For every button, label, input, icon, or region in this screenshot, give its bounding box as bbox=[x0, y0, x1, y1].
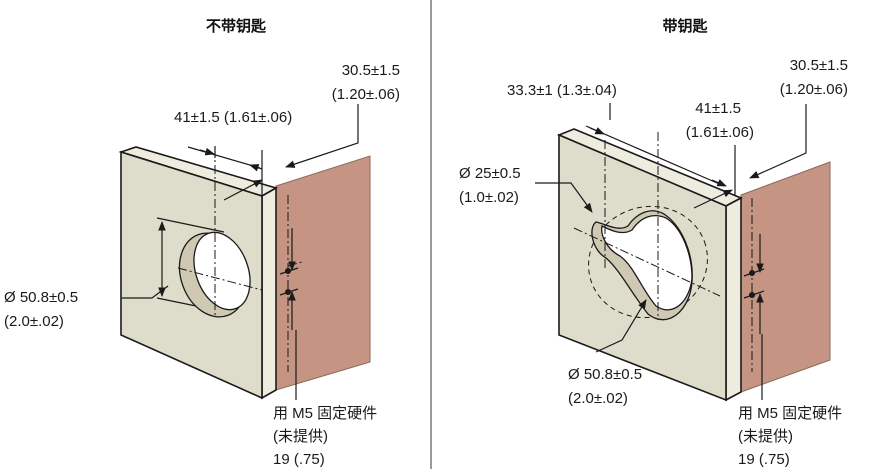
left-hole-value: Ø 50.8±0.5 bbox=[4, 289, 78, 306]
right-key-offset-arrow-1 bbox=[589, 127, 605, 135]
right-hardware-line3: 19 (.75) bbox=[738, 451, 790, 468]
left-plate-side bbox=[261, 186, 277, 400]
right-plate-side bbox=[725, 196, 742, 402]
left-hardware-line2: (未提供) bbox=[273, 428, 328, 445]
right-horizontal-axis bbox=[573, 227, 721, 297]
right-offset-value: 41±1.5 bbox=[695, 100, 741, 117]
left-offset-arrow-1 bbox=[199, 147, 215, 156]
left-hw-hole-1 bbox=[285, 268, 291, 274]
left-hole-dim-ext-bottom bbox=[156, 297, 197, 307]
right-panel: 带钥匙 bbox=[459, 17, 848, 468]
right-wall bbox=[740, 161, 831, 393]
right-key-hole-value: Ø 25±0.5 bbox=[459, 165, 521, 182]
left-hardware-line1: 用 M5 固定硬件 bbox=[273, 405, 377, 422]
left-title: 不带钥匙 bbox=[206, 17, 267, 35]
left-panel: 不带钥匙 bbox=[4, 17, 400, 468]
right-offset-arrow bbox=[693, 189, 733, 209]
left-hw-hole-2 bbox=[285, 289, 291, 295]
left-thickness-value: 30.5±1.5 bbox=[342, 62, 400, 79]
right-keyhole-opening bbox=[601, 215, 693, 311]
right-hole-leader bbox=[595, 299, 647, 353]
left-hole-dim-ext-top bbox=[156, 217, 225, 233]
right-hole-value: Ø 50.8±0.5 bbox=[568, 366, 642, 383]
left-offset-label: 41±1.5 (1.61±.06) bbox=[174, 109, 292, 126]
left-thickness-inch: (1.20±.06) bbox=[332, 86, 400, 103]
right-thickness-inch: (1.20±.06) bbox=[780, 81, 848, 98]
right-hw-hole-1 bbox=[749, 270, 755, 276]
left-horizontal-axis bbox=[177, 267, 263, 291]
right-key-offset-dim-line bbox=[585, 125, 725, 187]
right-key-offset-arrow-2 bbox=[711, 179, 727, 187]
right-hole-inch: (2.0±.02) bbox=[568, 390, 628, 407]
right-title: 带钥匙 bbox=[662, 17, 708, 35]
right-offset-inch: (1.61±.06) bbox=[686, 124, 754, 141]
right-hardware-line2: (未提供) bbox=[738, 428, 793, 445]
left-hardware-line3: 19 (.75) bbox=[273, 451, 325, 468]
left-hole-inch: (2.0±.02) bbox=[4, 313, 64, 330]
right-hardware-line1: 用 M5 固定硬件 bbox=[738, 405, 842, 422]
left-offset-arrow-2 bbox=[249, 164, 263, 172]
left-thickness-leader bbox=[285, 104, 359, 168]
right-hw-hole-2 bbox=[749, 292, 755, 298]
right-key-offset-label: 33.3±1 (1.3±.04) bbox=[507, 82, 617, 99]
left-offset-arrow-3 bbox=[223, 179, 263, 201]
left-hole-opening bbox=[193, 231, 251, 311]
right-key-hole-leader bbox=[535, 182, 593, 213]
right-thickness-leader bbox=[749, 104, 807, 179]
right-thickness-value: 30.5±1.5 bbox=[790, 57, 848, 74]
left-hole-leader bbox=[122, 285, 169, 299]
right-key-hole-inch: (1.0±.02) bbox=[459, 189, 519, 206]
